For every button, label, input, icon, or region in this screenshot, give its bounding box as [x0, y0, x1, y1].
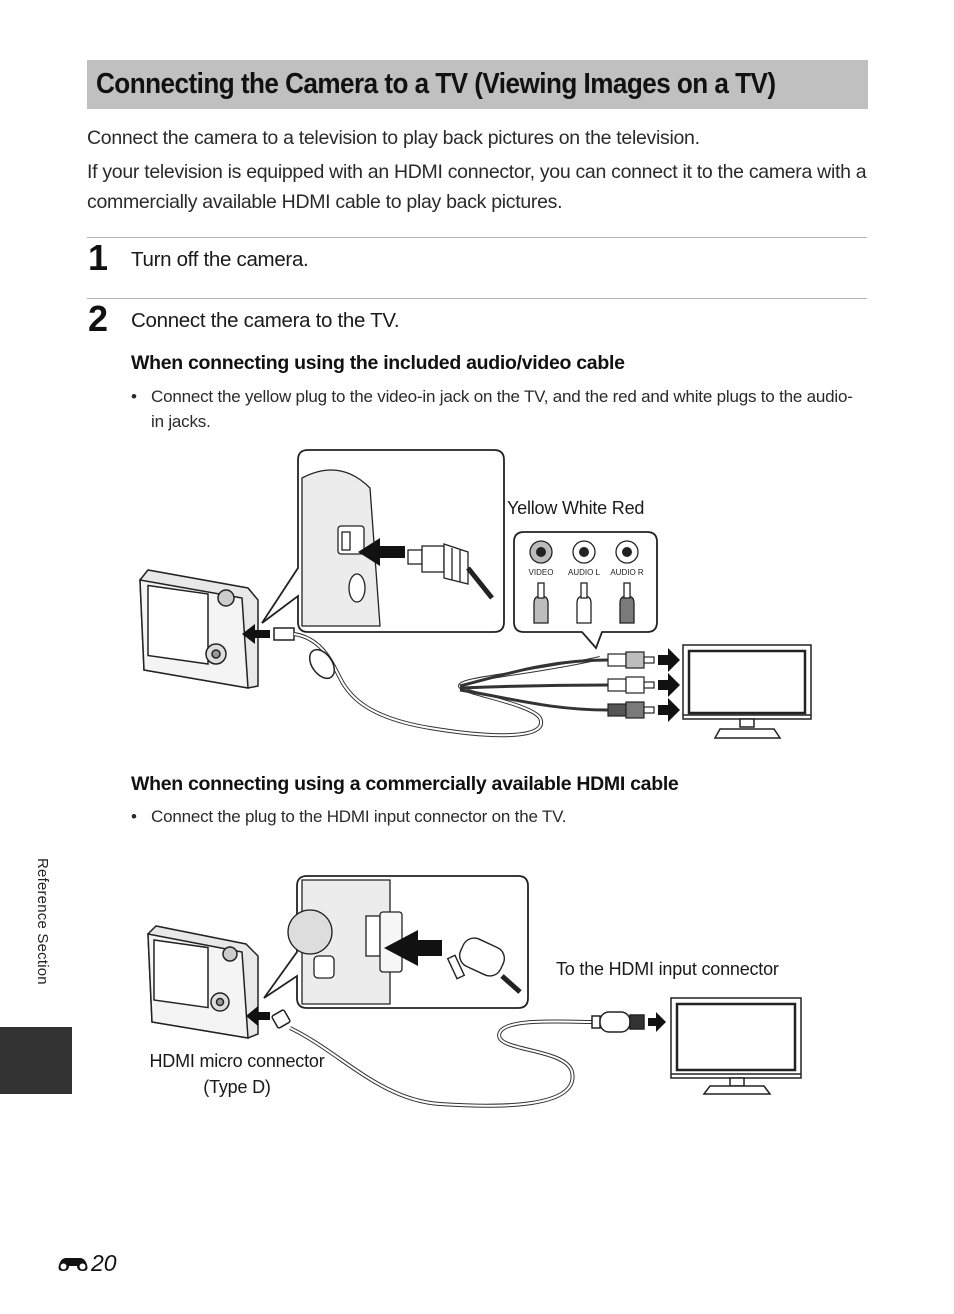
arrow-icon — [384, 930, 442, 966]
av-cable-heading: When connecting using the included audio… — [131, 352, 625, 374]
hdmi-micro-plug-icon — [446, 937, 522, 994]
rca-plug-red — [607, 701, 655, 719]
section-side-label: Reference Section — [34, 858, 51, 985]
tv-connector-label: To the HDMI input connector — [556, 959, 779, 979]
av-jacks: VIDEO AUDIO L AUDIO R — [529, 540, 644, 624]
tv-icon — [670, 997, 802, 1095]
jack-label: AUDIO L — [568, 568, 601, 577]
intro-paragraph-2: If your television is equipped with an H… — [87, 161, 867, 213]
section-side-tab — [0, 1027, 72, 1094]
usb-plug-icon — [407, 543, 494, 600]
rca-plug-yellow — [607, 651, 655, 669]
step-text: Turn off the camera. — [131, 248, 309, 271]
plug-colors-label: Yellow White Red — [507, 498, 645, 518]
page-number-text: 20 — [91, 1250, 117, 1276]
hdmi-cable-illustration — [147, 875, 802, 1108]
step-number: 2 — [88, 298, 109, 339]
arrow-icon — [358, 538, 405, 566]
page-title: Connecting the Camera to a TV (Viewing I… — [96, 68, 776, 100]
jack-label: VIDEO — [529, 568, 554, 577]
arrow-icon — [246, 1006, 270, 1026]
av-cable-bullet: • Connect the yellow plug to the video-i… — [131, 384, 861, 434]
bullet-dot: • — [131, 387, 137, 406]
camera-connector-label-line2: (Type D) — [203, 1077, 271, 1097]
divider — [87, 298, 867, 299]
intro-paragraph-1: Connect the camera to a television to pl… — [87, 127, 700, 149]
step-number: 1 — [88, 237, 109, 278]
page-number: 20 — [56, 1250, 117, 1277]
av-cable-illustration: VIDEO AUDIO L AUDIO R — [139, 449, 812, 739]
tv-icon — [682, 644, 812, 739]
binoculars-icon — [58, 1257, 88, 1271]
jack-label: AUDIO R — [610, 568, 644, 577]
hdmi-plug-icon — [591, 1011, 645, 1033]
step-text: Connect the camera to the TV. — [131, 309, 400, 332]
camera-icon — [147, 925, 259, 1039]
bullet-text: Connect the yellow plug to the video-in … — [151, 387, 853, 431]
arrow-icon — [242, 624, 270, 644]
arrow-icon — [648, 1012, 666, 1032]
bullet-dot: • — [131, 807, 137, 826]
divider — [87, 237, 867, 238]
port-closeup-callout — [261, 449, 505, 633]
page-title-bar: Connecting the Camera to a TV (Viewing I… — [87, 60, 868, 109]
hdmi-cable-bullet: • Connect the plug to the HDMI input con… — [131, 804, 861, 829]
hdmi-cable-heading: When connecting using a commercially ava… — [131, 773, 679, 795]
camera-connector-label-line1: HDMI micro connector — [149, 1051, 325, 1071]
bullet-text: Connect the plug to the HDMI input conne… — [151, 807, 567, 826]
rca-plug-white — [607, 676, 655, 694]
camera-icon — [139, 569, 259, 689]
arrow-icon — [658, 648, 680, 722]
